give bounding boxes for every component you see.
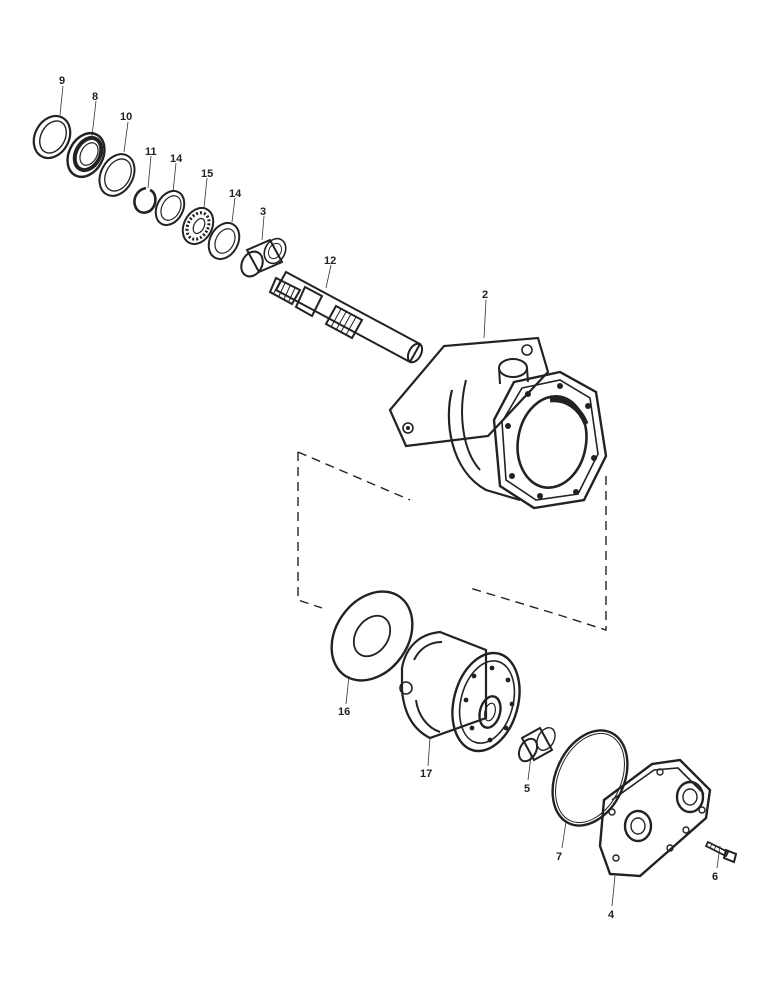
part-6-bolt bbox=[704, 840, 738, 864]
part-2-housing bbox=[388, 336, 608, 510]
callout-9: 9 bbox=[59, 75, 65, 87]
part-7-o-ring bbox=[551, 729, 629, 827]
callout-7: 7 bbox=[556, 851, 562, 863]
callout-5: 5 bbox=[524, 783, 530, 795]
callout-17: 17 bbox=[420, 768, 432, 780]
part-4-end-cover bbox=[598, 758, 712, 878]
part-15-thrust-bearing bbox=[181, 206, 215, 246]
callout-14-upper: 14 bbox=[170, 153, 183, 165]
callout-4: 4 bbox=[608, 909, 615, 921]
callout-16: 16 bbox=[338, 706, 350, 718]
callout-2: 2 bbox=[482, 289, 488, 301]
part-3-needle-bearing bbox=[240, 237, 287, 278]
part-17-rotor-assembly bbox=[399, 630, 521, 753]
part-8-seal bbox=[66, 131, 106, 179]
callout-labels: 9 8 10 11 14 15 14 3 12 2 16 17 5 7 4 6 bbox=[59, 75, 718, 921]
part-12-shaft bbox=[268, 270, 424, 364]
part-5-bearing bbox=[517, 726, 556, 763]
part-14-thrust-washer-upper bbox=[154, 189, 186, 227]
part-11-snap-ring bbox=[133, 186, 157, 214]
callout-8: 8 bbox=[92, 91, 98, 103]
callout-15: 15 bbox=[201, 168, 213, 180]
alignment-dashed-lines bbox=[297, 451, 607, 631]
callout-6: 6 bbox=[712, 871, 718, 883]
callout-14-lower: 14 bbox=[229, 188, 242, 200]
callout-12: 12 bbox=[324, 255, 336, 267]
part-10-ring bbox=[98, 153, 136, 197]
callout-10: 10 bbox=[120, 111, 132, 123]
callout-11: 11 bbox=[145, 146, 157, 158]
part-9-washer bbox=[32, 114, 72, 160]
part-16-flat-washer bbox=[330, 590, 414, 682]
callout-3: 3 bbox=[260, 206, 266, 218]
part-14-thrust-washer-lower bbox=[207, 221, 241, 261]
